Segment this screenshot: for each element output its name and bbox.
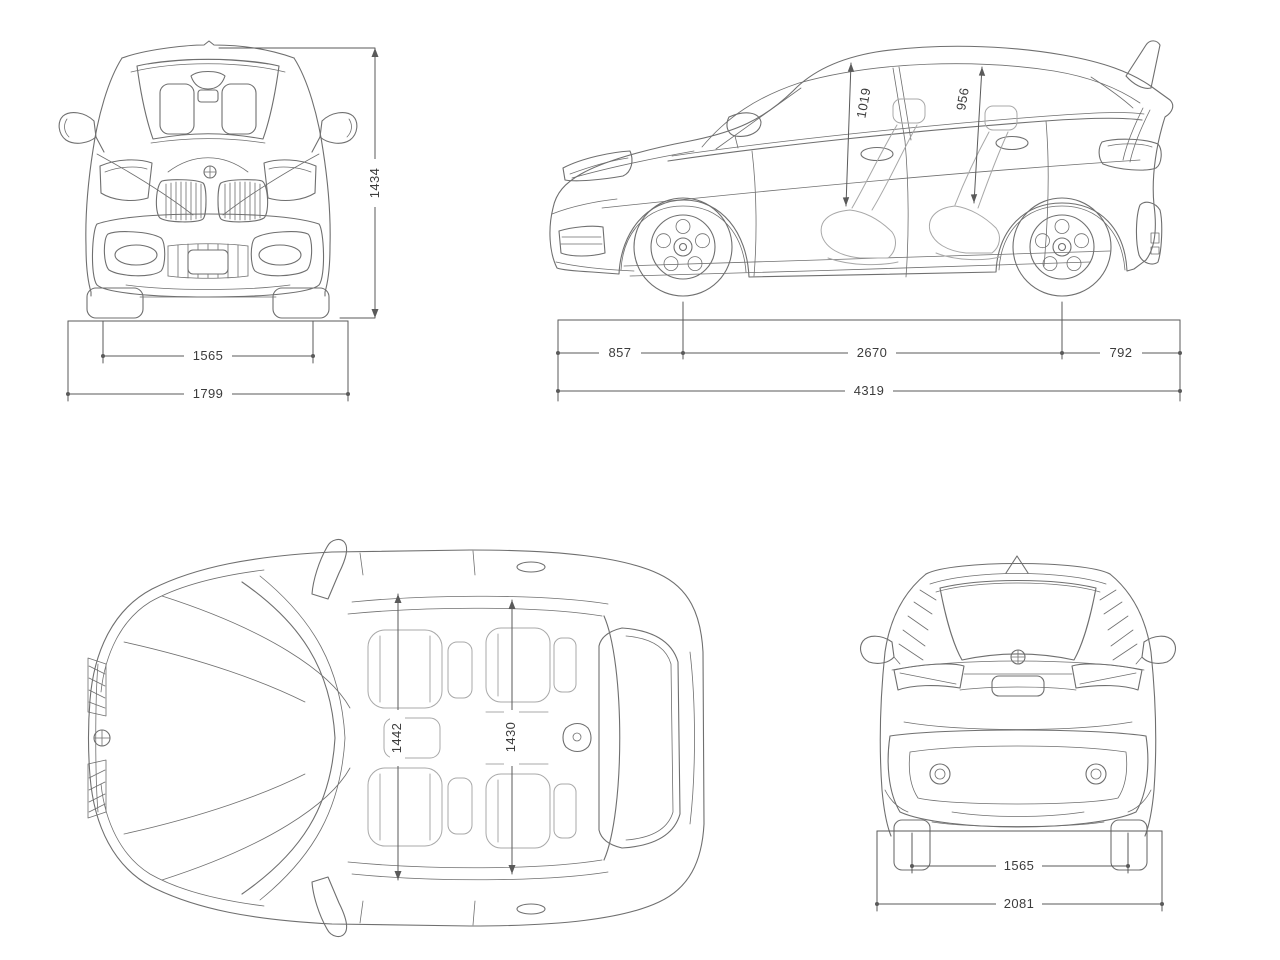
bmw-roundel-icon-top bbox=[93, 729, 111, 747]
front-view-drawing bbox=[58, 40, 358, 319]
rear-emblem bbox=[562, 722, 592, 753]
rear-sensor-right bbox=[1085, 763, 1107, 785]
front-wheel bbox=[633, 197, 733, 297]
side-view-drawing bbox=[549, 40, 1174, 297]
bmw-roundel-icon-rear bbox=[1010, 649, 1026, 665]
top-view-mirror-right bbox=[311, 876, 348, 938]
front-view-headrest-left bbox=[159, 83, 195, 135]
rear-interior-width-dimension-label: 1430 bbox=[503, 722, 518, 753]
bumper-center-grid bbox=[167, 243, 249, 279]
taillight bbox=[1098, 138, 1162, 171]
fog-light-right bbox=[250, 231, 313, 277]
headlight-left bbox=[99, 159, 153, 202]
antenna-fin bbox=[1125, 40, 1161, 89]
rear-antenna-fin bbox=[1005, 555, 1029, 574]
top-view-door-handle-right bbox=[516, 903, 546, 915]
top-view-grille bbox=[87, 657, 107, 819]
rear-view-wheel-right bbox=[1110, 819, 1148, 871]
wheelbase-dimension-label: 2670 bbox=[857, 345, 888, 360]
rear-sensor-left bbox=[929, 763, 951, 785]
side-mirror-left bbox=[58, 112, 105, 153]
top-view-door-handle-left bbox=[516, 561, 546, 573]
rear-track-dimension-label: 1565 bbox=[1004, 858, 1035, 873]
headlight-right bbox=[263, 159, 317, 202]
front-view-dimensions: 1565 1799 1434 bbox=[66, 47, 383, 402]
door-handle-rear bbox=[995, 135, 1029, 151]
top-view-drawing bbox=[87, 538, 705, 938]
kidney-grille bbox=[155, 179, 269, 223]
rear-view-mirror-right bbox=[1135, 635, 1176, 665]
front-overhang-dimension-label: 857 bbox=[609, 345, 632, 360]
front-view-wheel-left bbox=[86, 287, 144, 319]
interior-mirror bbox=[190, 70, 226, 90]
front-width-dimension-label: 1799 bbox=[193, 386, 224, 401]
rear-width-mirrors-dimension-label: 2081 bbox=[1004, 896, 1035, 911]
front-track-dimension-label: 1565 bbox=[193, 348, 224, 363]
side-view-headroom-dimensions: 1019 956 bbox=[842, 62, 986, 207]
top-view-dimensions: 1442 1430 bbox=[389, 593, 519, 881]
rear-overhang-dimension-label: 792 bbox=[1110, 345, 1133, 360]
top-view-seats bbox=[367, 627, 577, 849]
rear-taillight-left bbox=[893, 663, 965, 691]
front-headroom-dimension-label: 1019 bbox=[853, 87, 873, 120]
rear-taillight-right bbox=[1071, 663, 1143, 691]
side-mirror-right bbox=[311, 112, 358, 153]
license-plate-recess bbox=[991, 675, 1045, 697]
front-view-headrest-right bbox=[221, 83, 257, 135]
top-view-mirror-left bbox=[311, 538, 348, 600]
bmw-roundel-icon bbox=[203, 165, 217, 179]
front-view-wheel-right bbox=[272, 287, 330, 319]
side-view-seats bbox=[820, 98, 1018, 266]
rear-wheel bbox=[1012, 197, 1112, 297]
front-height-dimension-label: 1434 bbox=[367, 168, 382, 199]
rear-headroom-dimension-label: 956 bbox=[953, 86, 972, 111]
rear-view-dimensions: 1565 2081 bbox=[875, 830, 1164, 912]
side-view-length-dimensions: 857 2670 792 4319 bbox=[556, 301, 1182, 402]
door-handle-front bbox=[860, 146, 894, 162]
overall-length-dimension-label: 4319 bbox=[854, 383, 885, 398]
fog-light-left bbox=[103, 231, 166, 277]
rear-view-drawing bbox=[860, 555, 1176, 871]
rear-view-mirror-left bbox=[860, 635, 901, 665]
front-interior-width-dimension-label: 1442 bbox=[389, 723, 404, 754]
side-mirror bbox=[726, 112, 762, 137]
